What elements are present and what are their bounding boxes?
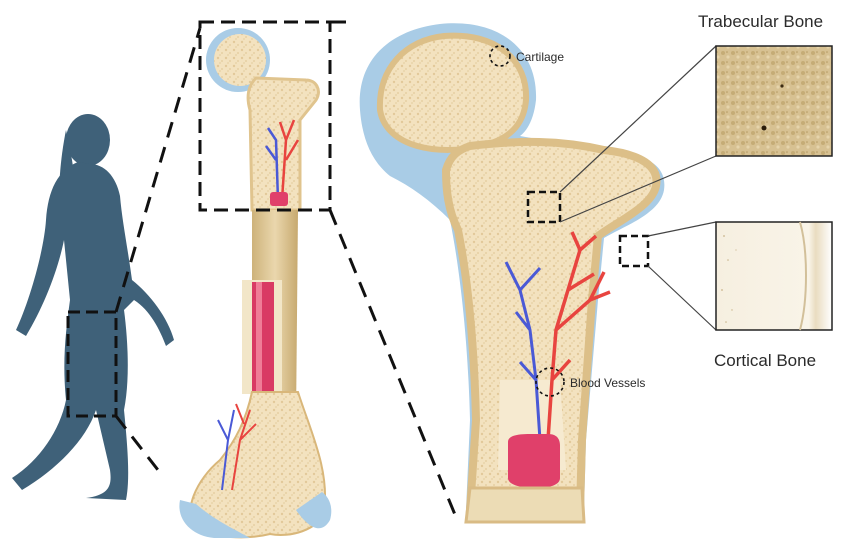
cortical-zoom-line-1 <box>648 222 716 236</box>
femur-whole <box>179 28 331 538</box>
cartilage-label: Cartilage <box>516 50 564 64</box>
woman-silhouette <box>12 114 174 500</box>
marrow-plug <box>508 434 560 488</box>
cortical-sample-box <box>620 236 648 266</box>
blood-vessels-label: Blood Vessels <box>570 376 645 390</box>
trabecular-bone-panel <box>716 46 832 156</box>
cortical-zoom-line-2 <box>648 266 716 330</box>
cortical-bone-panel <box>716 222 832 330</box>
femur-head-enlarged <box>360 23 665 522</box>
trabecular-bone-label: Trabecular Bone <box>698 12 823 31</box>
cortical-bone-label: Cortical Bone <box>714 351 816 370</box>
connector-line-4 <box>330 210 458 522</box>
